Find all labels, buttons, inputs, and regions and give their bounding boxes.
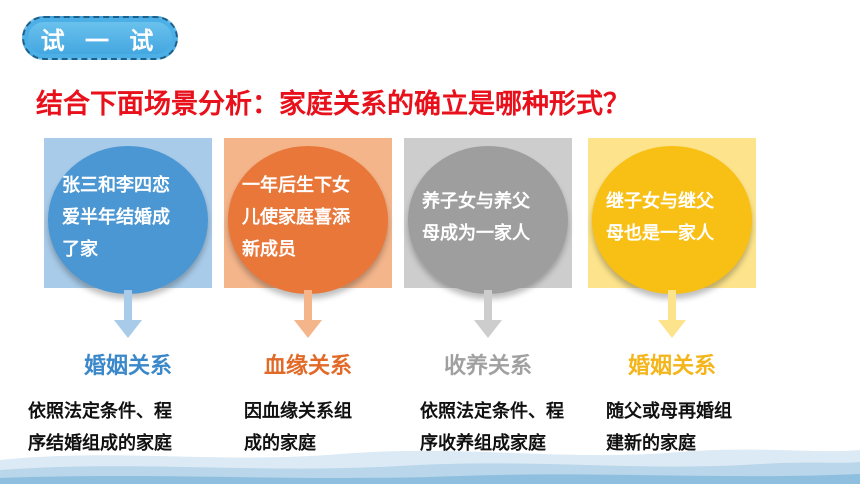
description-line: 序结婚组成的家庭 <box>28 433 172 454</box>
description-line: 建新的家庭 <box>606 433 696 454</box>
scene-text: 继子女与继父 母也是一家人 <box>606 186 756 250</box>
relation-description: 随父或母再婚组 建新的家庭 <box>606 396 732 460</box>
description-line: 成的家庭 <box>244 433 316 454</box>
description-line: 随父或母再婚组 <box>606 401 732 422</box>
scene-line: 新成员 <box>242 239 296 260</box>
description-line: 依照法定条件、程 <box>420 401 564 422</box>
scene-line: 母也是一家人 <box>606 223 714 244</box>
scene-line: 爱半年结婚成 <box>62 207 170 228</box>
arrow-down-icon <box>658 290 686 338</box>
badge-label: 试 一 试 <box>40 26 160 55</box>
try-it-badge: 试 一 试 <box>22 16 178 60</box>
arrow-down-icon <box>474 290 502 338</box>
arrow-down-icon <box>294 290 322 338</box>
scene-text: 一年后生下女 儿使家庭喜添 新成员 <box>242 170 392 266</box>
scene-card-remarriage: 继子女与继父 母也是一家人 <box>582 138 762 348</box>
scene-text: 张三和李四恋 爱半年结婚成 了家 <box>62 170 212 266</box>
card-circle <box>228 146 388 294</box>
scene-line: 母成为一家人 <box>422 223 530 244</box>
scene-line: 一年后生下女 <box>242 175 350 196</box>
card-circle <box>592 146 752 294</box>
relation-description: 依照法定条件、程 序结婚组成的家庭 <box>28 396 172 460</box>
card-circle <box>48 146 208 294</box>
description-line: 因血缘关系组 <box>244 401 352 422</box>
card-circle <box>408 146 568 294</box>
scene-text: 养子女与养父 母成为一家人 <box>422 186 572 250</box>
scene-card-adoption: 养子女与养父 母成为一家人 <box>398 138 578 348</box>
relation-type-label: 收养关系 <box>443 354 532 379</box>
scene-line: 了家 <box>62 239 98 260</box>
scene-line: 继子女与继父 <box>606 191 714 212</box>
question-title: 结合下面场景分析：家庭关系的确立是哪种形式？ <box>36 89 630 120</box>
watercolor-wave-decoration <box>0 449 860 484</box>
scene-line: 养子女与养父 <box>422 191 530 212</box>
relation-description: 依照法定条件、程 序收养组成家庭 <box>420 396 564 460</box>
relation-type-label: 婚姻关系 <box>83 354 172 379</box>
description-line: 依照法定条件、程 <box>28 401 172 422</box>
relation-description: 因血缘关系组 成的家庭 <box>244 396 352 460</box>
scene-line: 张三和李四恋 <box>62 175 170 196</box>
scene-line: 儿使家庭喜添 <box>242 207 350 228</box>
arrow-down-icon <box>114 290 142 338</box>
scene-card-blood: 一年后生下女 儿使家庭喜添 新成员 <box>218 138 398 348</box>
description-line: 序收养组成家庭 <box>420 433 546 454</box>
scene-card-marriage: 张三和李四恋 爱半年结婚成 了家 <box>38 138 218 348</box>
relation-type-label: 婚姻关系 <box>627 354 716 379</box>
relation-type-label: 血缘关系 <box>263 354 352 379</box>
